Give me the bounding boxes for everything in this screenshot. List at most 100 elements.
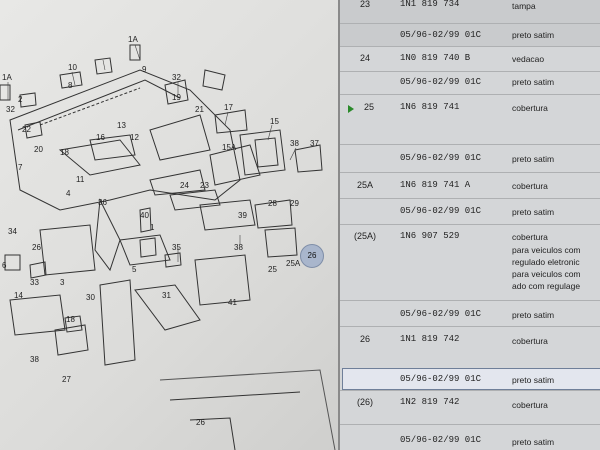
callout: 26 [196,418,205,427]
table-row[interactable]: 24 1N0 819 740 B vedacao [340,46,600,72]
callout: 38 [234,243,243,252]
callout-labels: 1A 1A 10 8 9 32 19 21 17 2 32 22 13 16 1… [2,35,319,427]
callout: 38 [290,139,299,148]
callout: 12 [130,133,139,142]
callout: 8 [68,81,73,90]
description: cobertura [512,181,548,191]
callout: 1 [150,223,155,232]
callout: 29 [290,199,299,208]
description: preto satim [512,154,555,164]
description: cobertura [512,232,548,242]
variant-code: 05/96-02/99 01C [400,435,482,445]
variant-code: 05/96-02/99 01C [400,77,482,87]
parts-list: 23 1N1 819 734 tampa 05/96-02/99 01C pre… [338,0,600,450]
callout: 6 [2,261,7,270]
part-number: 1N6 819 741 A [400,180,471,190]
ref-number: (25A) [353,231,376,241]
callout: 25 [268,265,277,274]
description-line: regulado eletronic [512,257,580,267]
callout: 19 [172,93,181,102]
callout: 30 [86,293,95,302]
variant-code: 05/96-02/99 01C [400,30,482,40]
callout: 32 [6,105,15,114]
table-row[interactable]: 23 1N1 819 734 tampa [340,0,600,23]
ref-number: (26) [356,397,373,407]
part-number: 1N6 819 741 [400,102,460,112]
callout: 20 [34,145,43,154]
description: cobertura [512,336,548,346]
callout: 26 [32,243,41,252]
callout: 9 [142,65,147,74]
table-row[interactable]: 25 1N6 819 741 cobertura [340,94,600,145]
table-row[interactable]: (25A) 1N6 907 529 cobertura para veiculo… [340,224,600,301]
callout: 25A [286,259,301,268]
description: preto satim [512,310,555,320]
callout: 1A [128,35,138,44]
table-row[interactable]: 05/96-02/99 01C preto satim [340,424,600,450]
callout: 10 [68,63,77,72]
ref-number: 23 [359,0,370,9]
callout: 28 [268,199,277,208]
ref-number: 24 [359,53,370,63]
table-row[interactable]: 05/96-02/99 01C preto satim [340,23,600,47]
description: preto satim [512,437,555,447]
table-row[interactable]: 05/96-02/99 01C preto satim [340,198,600,225]
description-line: para veiculos com [512,269,581,279]
description-line: para veiculos com [512,245,581,255]
part-number: 1N6 907 529 [400,231,460,241]
part-number: 1N1 819 742 [400,334,460,344]
callout: 36 [98,198,107,207]
description: tampa [512,1,536,11]
table-row-selected[interactable]: 05/96-02/99 01C preto satim [340,366,600,390]
diagram-drawing: 1A 1A 10 8 9 32 19 21 17 2 32 22 13 16 1… [0,35,336,450]
callout: 15A [222,143,237,152]
table-row[interactable]: 05/96-02/99 01C preto satim [340,144,600,173]
callout: 4 [66,189,71,198]
variant-code: 05/96-02/99 01C [400,153,482,163]
callout: 39 [238,211,247,220]
table-row[interactable]: 26 1N1 819 742 cobertura [340,326,600,367]
description-line: ado com regulage [512,281,581,291]
callout: 37 [310,139,319,148]
callout: 13 [117,121,126,130]
description: cobertura [512,400,548,410]
current-row-arrow-icon [348,105,354,113]
variant-code: 05/96-02/99 01C [400,206,482,216]
table-row[interactable]: (26) 1N2 819 742 cobertura [340,390,600,425]
dashboard-top-edge [17,79,181,131]
table-row[interactable]: 05/96-02/99 01C preto satim [340,71,600,95]
callout: 38 [30,355,39,364]
callout: 41 [228,298,237,307]
callout: 3 [60,278,65,287]
callout: 32 [172,73,181,82]
callout: 15 [270,117,279,126]
callout: 18 [60,148,69,157]
highlighted-callout[interactable]: 26 [300,244,324,268]
callout: 11 [76,175,85,184]
callout: 21 [195,105,204,114]
variant-code: 05/96-02/99 01C [400,374,482,384]
callout: 34 [8,227,17,236]
callout: 22 [22,125,31,134]
callout: 17 [224,103,233,112]
callout: 7 [18,163,23,172]
callout: 2 [18,95,23,104]
part-number: 1N0 819 740 B [400,53,471,63]
callout: 40 [140,211,149,220]
part-number: 1N2 819 742 [400,397,460,407]
selected-row-highlight [342,368,600,390]
table-row[interactable]: 25A 1N6 819 741 A cobertura [340,172,600,199]
description: cobertura [512,103,548,113]
table-row[interactable]: 05/96-02/99 01C preto satim [340,300,600,327]
description: preto satim [512,375,555,385]
callout: 1A [2,73,12,82]
description: preto satim [512,30,555,40]
parts-diagram: 1A 1A 10 8 9 32 19 21 17 2 32 22 13 16 1… [0,0,338,450]
callout: 24 [180,181,189,190]
callout: 5 [132,265,137,274]
callout: 33 [30,278,39,287]
callout: 16 [96,133,105,142]
ref-number: 25 [363,102,374,112]
part-number: 1N1 819 734 [400,0,460,9]
ref-number: 26 [359,334,370,344]
